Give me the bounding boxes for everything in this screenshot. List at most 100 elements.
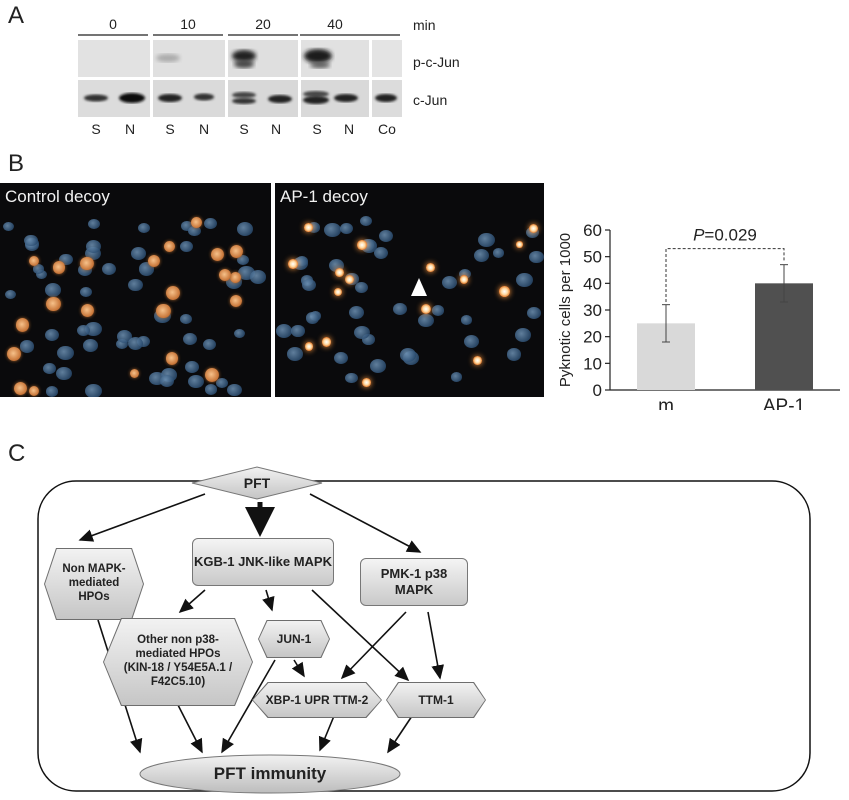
blue-nucleus [233, 328, 245, 339]
lane-label: N [343, 121, 355, 137]
blue-nucleus [137, 222, 150, 233]
pyknotic-nucleus [46, 296, 61, 312]
lane-label: Co [378, 121, 396, 137]
blue-nucleus [473, 248, 490, 262]
blue-nucleus [24, 234, 38, 247]
blue-nucleus [35, 270, 47, 280]
lane-label: N [198, 121, 210, 137]
blue-nucleus [43, 363, 56, 375]
blue-nucleus [77, 264, 92, 277]
blue-nucleus [202, 338, 217, 351]
lane-label: S [165, 121, 175, 137]
y-axis-label: Pyknotic cells per 1000 [557, 233, 574, 387]
pyknotic-nucleus [190, 217, 202, 229]
time-unit-label: min [413, 17, 436, 33]
blue-nucleus [180, 240, 194, 252]
blue-nucleus [45, 386, 59, 397]
lane-label: S [91, 121, 101, 137]
pyknotic-nucleus [218, 268, 231, 281]
pyknotic-nucleus [165, 286, 180, 301]
blue-nucleus [441, 275, 458, 290]
pft-node [191, 466, 323, 500]
pyknotic-nucleus [80, 256, 94, 271]
blue-nucleus [180, 314, 192, 325]
pyknotic-nucleus [333, 288, 342, 297]
pyknotic-nucleus [229, 272, 241, 284]
pyknotic-nucleus [204, 367, 219, 382]
pyknotic-nucleus [163, 240, 176, 253]
blue-nucleus [459, 268, 472, 280]
blue-nucleus [305, 312, 320, 325]
pathway-frame [37, 480, 811, 792]
pmk1-p38-node: PMK-1 p38 MAPK [360, 558, 468, 606]
pyknotic-nucleus [499, 285, 511, 297]
blue-nucleus [86, 239, 102, 253]
blue-nucleus [529, 251, 544, 264]
non-mapk-hpos-node: Non MAPK-mediated HPOs [44, 548, 144, 620]
blue-nucleus [301, 278, 316, 291]
blue-nucleus [87, 218, 100, 230]
blue-nucleus [79, 286, 92, 298]
blue-nucleus [160, 375, 175, 387]
white-arrowhead-icon [411, 278, 427, 296]
pyknotic-nucleus [6, 346, 22, 362]
lane-label: N [270, 121, 282, 137]
blue-nucleus [526, 307, 541, 319]
pft-label: PFT [243, 474, 271, 491]
blue-nucleus [83, 339, 98, 352]
ap1-decoy-title: AP-1 decoy [280, 187, 368, 206]
blue-nucleus [44, 328, 60, 342]
blue-nucleus [478, 232, 495, 247]
blue-nucleus [181, 221, 193, 232]
blue-nucleus [355, 282, 369, 294]
pft-immunity-node [139, 754, 401, 794]
blue-nucleus [131, 247, 146, 260]
control-decoy-micrograph: Control decoy [0, 183, 271, 397]
pyknotic-nucleus [472, 356, 482, 365]
y-tick-label: 30 [583, 301, 602, 320]
pyknotic-nucleus [28, 385, 40, 397]
kgb1-jnk-node: KGB-1 JNK-like MAPK [192, 538, 334, 586]
blue-nucleus [393, 303, 408, 316]
blue-nucleus [378, 229, 393, 243]
lane-label: S [312, 121, 322, 137]
blue-nucleus [116, 338, 129, 349]
blue-nucleus [216, 377, 228, 388]
ttm1-node: TTM-1 [386, 682, 486, 718]
blue-nucleus [204, 384, 218, 395]
blue-nucleus [360, 216, 373, 227]
y-tick-label: 40 [583, 274, 602, 293]
ttm1-label: TTM-1 [387, 683, 485, 717]
control-decoy-title: Control decoy [5, 187, 110, 206]
blue-nucleus [57, 346, 74, 361]
blue-nucleus [373, 247, 389, 260]
pyknotic-nucleus [357, 240, 367, 250]
blue-nucleus [334, 352, 349, 365]
pyknotic-nucleus [528, 224, 539, 234]
timepoint-label: 20 [255, 16, 271, 32]
pyknotic-nucleus [147, 254, 160, 268]
blue-nucleus [432, 305, 445, 316]
pyknotic-nucleus [362, 378, 372, 387]
blue-nucleus [32, 263, 45, 274]
pyknotic-nucleus [13, 381, 28, 395]
blue-nucleus [417, 313, 434, 327]
blue-nucleus [4, 289, 16, 300]
blue-nucleus [345, 372, 358, 384]
blue-nucleus [76, 324, 90, 336]
blue-nucleus [85, 383, 102, 397]
blue-nucleus [227, 383, 242, 397]
blue-nucleus [349, 305, 365, 319]
pyknotic-nucleus [304, 341, 314, 351]
pyknotic-nucleus [28, 256, 39, 267]
pyknotic-nucleus [229, 244, 244, 258]
pyknotic-nucleus [165, 352, 179, 365]
blue-nucleus [19, 340, 35, 353]
other-non-p38-hpos-node: Other non p38-mediated HPOs (KIN-18 / Y5… [103, 618, 253, 706]
blue-nucleus [506, 348, 522, 361]
p-c-jun-label: p-c-Jun [413, 54, 460, 70]
y-tick-label: 10 [583, 354, 602, 373]
blue-nucleus [516, 272, 534, 288]
